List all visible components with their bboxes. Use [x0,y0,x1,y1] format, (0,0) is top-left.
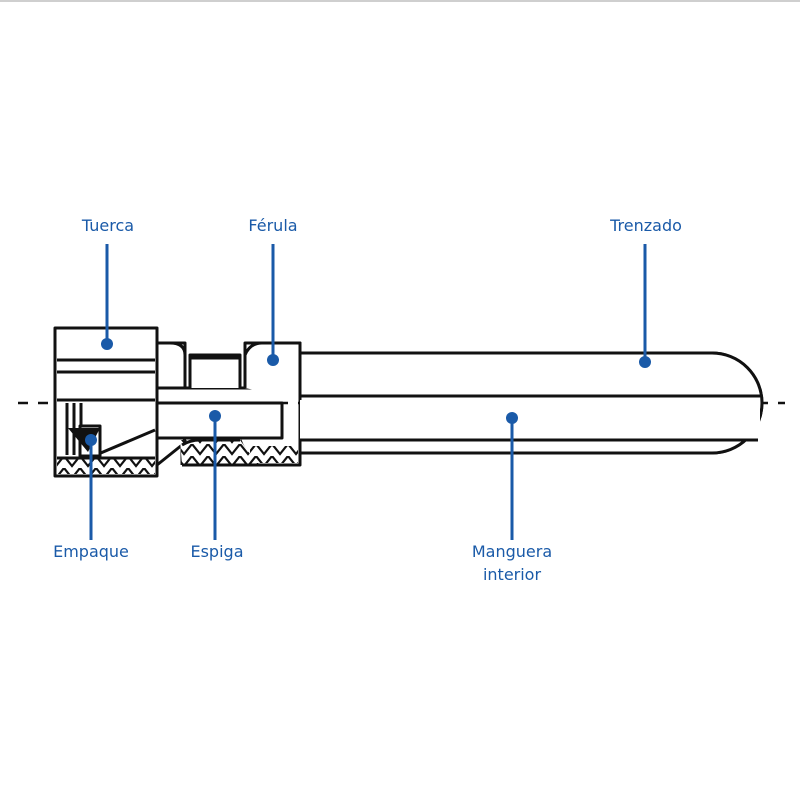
label-manguera-line1: Manguera [472,542,552,561]
leader-manguera-interior [506,412,518,540]
label-espiga: Espiga [190,542,243,561]
label-ferula: Férula [248,216,297,235]
braided-hose [298,351,764,455]
leader-trenzado [639,244,651,368]
label-empaque: Empaque [53,542,129,561]
label-trenzado: Trenzado [609,216,682,235]
label-manguera-line2: interior [483,565,542,584]
leader-espiga [209,410,221,540]
nut-shape [53,326,159,478]
leader-empaque [85,434,97,540]
leader-ferula [267,244,279,366]
leader-tuerca [101,244,113,350]
top-border-line [0,0,800,2]
label-tuerca: Tuerca [81,216,134,235]
